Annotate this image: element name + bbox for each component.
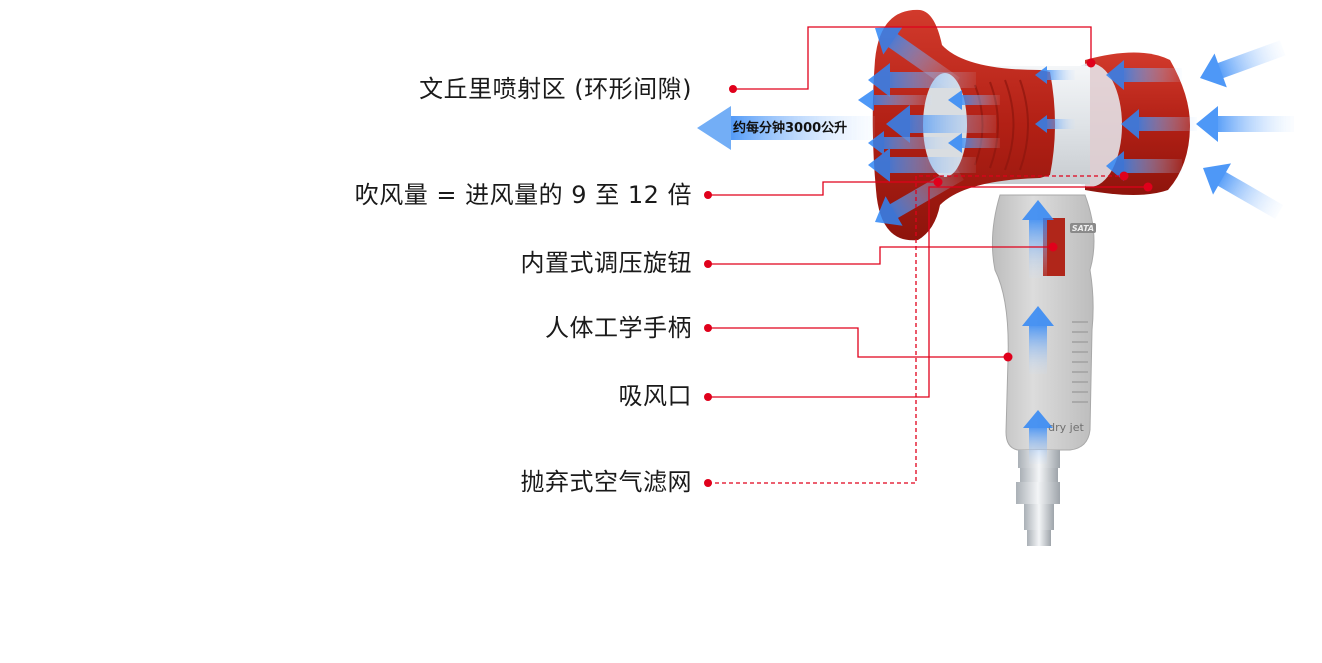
leader-venturi (733, 26, 1092, 90)
model-mark: dry jet (1048, 421, 1084, 434)
air-inlet-fitting (1016, 450, 1060, 546)
inflow-arrow-mid (1196, 106, 1294, 142)
leader-filter (708, 175, 1124, 484)
grip-ridges (1072, 321, 1088, 403)
callout-output: 吹风量 = 进风量的 9 至 12 倍 (354, 181, 692, 209)
leader-dots (704, 58, 1153, 487)
inflow-arrow-top (1200, 40, 1286, 88)
flow-rate-label: 约每分钟3000公升 (733, 121, 848, 136)
leader-intake (708, 186, 1148, 398)
callout-intake: 吸风口 (618, 382, 692, 410)
airflow-arrows (697, 26, 1294, 464)
callout-filter: 抛弃式空气滤网 (520, 468, 692, 496)
leader-output (708, 181, 938, 196)
flow-rate-arrow (697, 106, 875, 150)
callout-venturi: 文丘里喷射区 (环形间隙) (419, 75, 692, 103)
brand-badge (1070, 223, 1096, 233)
leader-lines (708, 26, 1148, 484)
leader-regulator (708, 246, 1053, 265)
callout-handle: 人体工学手柄 (545, 314, 692, 342)
inflow-arrow-bottom (1203, 163, 1284, 219)
callout-regulator: 内置式调压旋钮 (520, 249, 692, 277)
leader-handle (708, 327, 1008, 358)
brand-mark: SATA (1072, 224, 1094, 233)
